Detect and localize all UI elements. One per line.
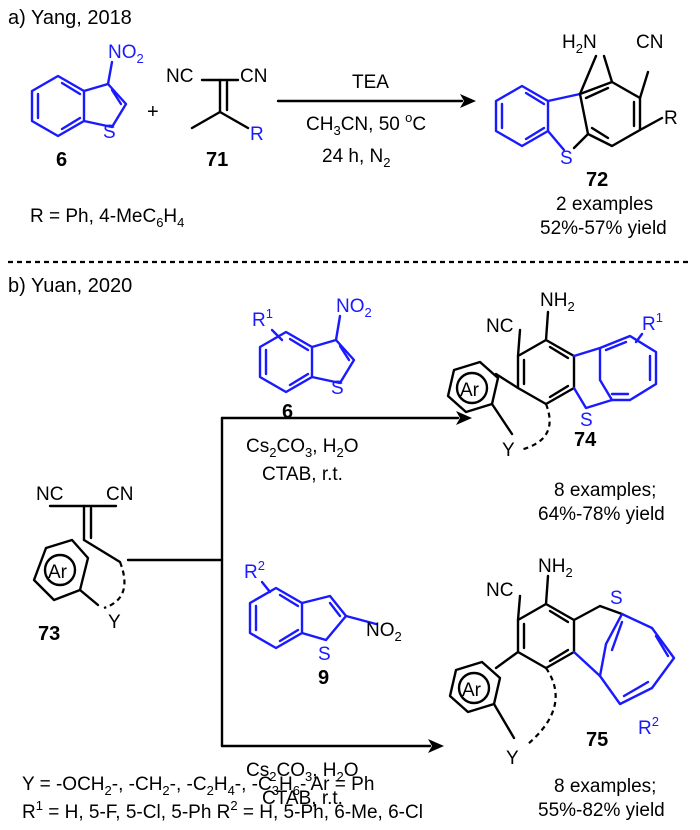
- condition-a-line2: CH3CN, 50 oC: [306, 110, 426, 138]
- product-72-r: R: [664, 108, 678, 129]
- product-75-nh2: NH2: [538, 556, 573, 580]
- bottom-reagent-label: 9: [318, 667, 329, 689]
- start-73-nc: NC: [36, 484, 63, 505]
- product-74-label: 74: [574, 429, 597, 451]
- bottom-reagent-9-structure: [248, 580, 378, 650]
- branch-lines: [126, 411, 472, 753]
- product-74-structure: [446, 310, 658, 452]
- reagent-6-no2: NO2: [108, 42, 144, 66]
- top-reagent-s: S: [331, 378, 344, 399]
- bottom-reagent-s: S: [318, 644, 331, 665]
- product-74-r1: R1: [642, 310, 663, 335]
- top-condition-1: Cs2CO3, H2O: [246, 436, 359, 460]
- footnote-y-ar: Y = -OCH2-, -CH2-, -C2H4-, -C3H6- Ar = P…: [22, 774, 374, 798]
- product-74-yield: 64%-78% yield: [538, 504, 665, 525]
- product-74-s: S: [580, 410, 593, 431]
- footnote-r1-r2: R1 = H, 5-F, 5-Cl, 5-Ph R2 = H, 5-Ph, 6-…: [22, 798, 423, 823]
- condition-a-line3: 24 h, N2: [322, 146, 391, 170]
- top-reagent-label: 6: [282, 401, 293, 423]
- product-74-y: Y: [502, 440, 515, 461]
- product-75-s: S: [610, 588, 623, 609]
- start-73-structure: [32, 504, 126, 610]
- bottom-reagent-no2: NO2: [366, 620, 402, 644]
- product-75-yield: 55%-82% yield: [538, 800, 665, 821]
- product-72-nh2: H2N: [562, 32, 597, 56]
- reagent-71-r: R: [250, 124, 264, 145]
- bottom-condition-1: Cs2CO3, H2O: [246, 760, 359, 784]
- product-75-label: 75: [586, 729, 608, 751]
- product-72-cn: CN: [636, 32, 663, 53]
- start-73-cn: CN: [106, 484, 133, 505]
- product-72-label: 72: [586, 169, 608, 191]
- section-a-r-definition: R = Ph, 4-MeC6H4: [30, 206, 184, 230]
- reagent-71-structure: [190, 78, 250, 130]
- product-72-examples: 2 examples: [556, 194, 653, 215]
- start-73-label: 73: [38, 623, 60, 645]
- product-74-ar: Ar: [460, 380, 480, 401]
- reagent-71-cn: CN: [240, 66, 267, 87]
- start-73-y: Y: [108, 612, 121, 633]
- bottom-reagent-r2: R2: [244, 558, 265, 583]
- product-74-nh2: NH2: [540, 290, 575, 314]
- top-reagent-r1: R1: [252, 306, 273, 331]
- product-75-nc: NC: [486, 580, 513, 601]
- reaction-arrow-a: [276, 94, 476, 108]
- top-reagent-no2: NO2: [336, 296, 372, 320]
- start-73-ar: Ar: [48, 562, 68, 583]
- reagent-6-structure: [30, 60, 128, 138]
- bottom-condition-2: CTAB, r.t.: [262, 788, 343, 809]
- section-a-title: a) Yang, 2018: [8, 7, 132, 29]
- product-75-examples: 8 examples;: [554, 776, 656, 797]
- top-condition-2: CTAB, r.t.: [262, 464, 343, 485]
- reagent-71-nc: NC: [166, 66, 193, 87]
- plus-sign: +: [147, 101, 159, 123]
- reagent-6-label: 6: [56, 149, 67, 171]
- product-75-r2: R2: [638, 714, 659, 739]
- product-75-y: Y: [506, 748, 519, 769]
- product-75-structure: [448, 574, 676, 745]
- section-b-title: b) Yuan, 2020: [8, 275, 132, 297]
- product-72-s: S: [560, 148, 573, 169]
- top-reagent-6-structure: [258, 314, 356, 394]
- reagent-6-s: S: [103, 122, 116, 143]
- reagent-71-label: 71: [206, 149, 228, 171]
- product-74-nc: NC: [486, 316, 513, 337]
- product-74-examples: 8 examples;: [554, 480, 656, 501]
- product-72-yield: 52%-57% yield: [540, 218, 667, 239]
- condition-a-line1: TEA: [352, 72, 389, 93]
- product-72-structure: [494, 54, 664, 152]
- product-75-ar: Ar: [462, 680, 482, 701]
